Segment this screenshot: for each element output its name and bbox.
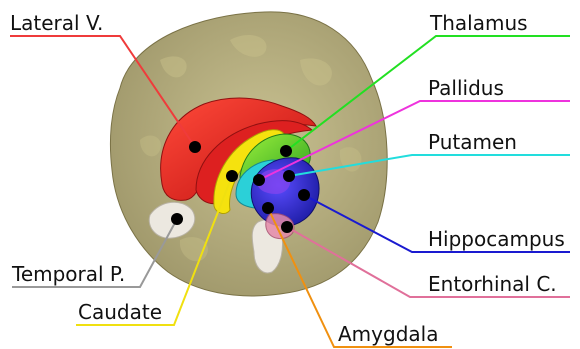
label-pallidus: Pallidus bbox=[428, 76, 504, 100]
label-thalamus: Thalamus bbox=[429, 11, 528, 35]
label-temporal-p: Temporal P. bbox=[11, 262, 125, 286]
label-entorhinal: Entorhinal C. bbox=[428, 272, 557, 296]
dot-pallidus bbox=[253, 174, 265, 186]
dot-thalamus bbox=[280, 145, 292, 157]
dot-lateral-v bbox=[189, 141, 201, 153]
dot-amygdala bbox=[262, 202, 274, 214]
label-lateral-v: Lateral V. bbox=[10, 11, 103, 35]
dot-putamen bbox=[283, 170, 295, 182]
dot-entorhinal bbox=[281, 221, 293, 233]
label-hippocampus: Hippocampus bbox=[428, 227, 565, 251]
dot-caudate bbox=[226, 170, 238, 182]
dot-hippocampus bbox=[298, 189, 310, 201]
label-caudate: Caudate bbox=[78, 300, 162, 324]
label-putamen: Putamen bbox=[428, 130, 517, 154]
dot-temporal-p bbox=[171, 213, 183, 225]
label-amygdala: Amygdala bbox=[338, 322, 438, 346]
